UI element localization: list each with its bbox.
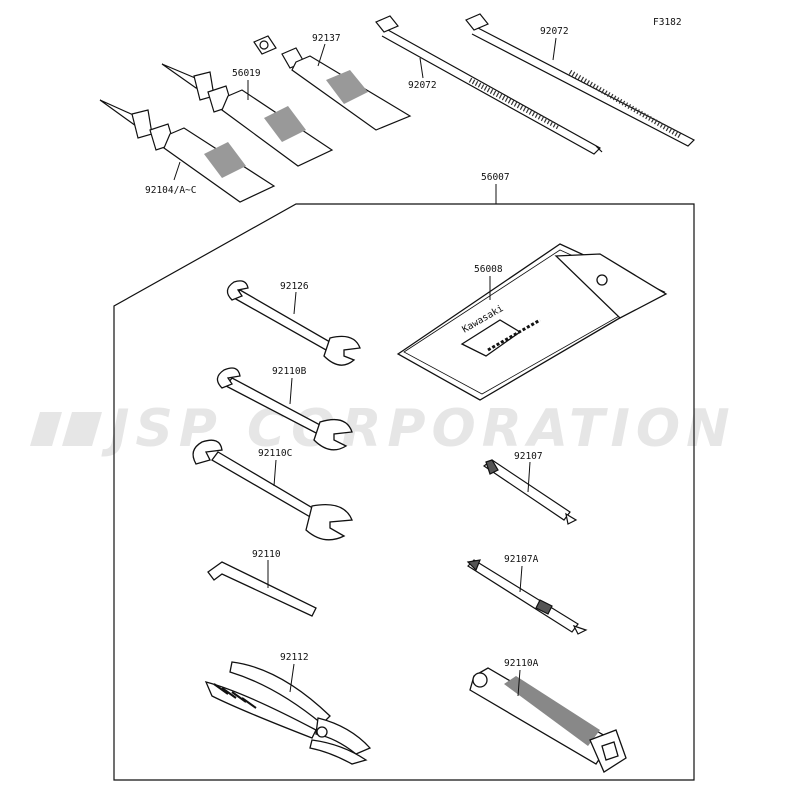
pouch-label: 56008 [474, 264, 503, 275]
tool-pouch [396, 243, 668, 401]
tube-middle-label: 56019 [232, 68, 261, 79]
tube-bottom-label: 92104/A~C [145, 185, 196, 196]
tie-left-label: 92072 [408, 80, 437, 91]
tool-kit-frame [113, 203, 695, 781]
screwdriver-reversible [466, 559, 588, 635]
box-spanner [469, 667, 627, 773]
open-end-wrench-small [226, 280, 361, 366]
tie-right-label: 92072 [540, 26, 569, 37]
pliers-label: 92112 [280, 652, 309, 663]
wrench-medium-label: 92110B [272, 366, 307, 377]
wrench-small-label: 92126 [280, 281, 309, 292]
open-end-wrench-large [192, 439, 353, 541]
tube-top-label: 92137 [312, 33, 341, 44]
grease-tube-middle [161, 63, 334, 167]
screwdriver-bit [482, 459, 578, 525]
figure-code: F3182 [653, 17, 682, 28]
grease-tube-top [253, 35, 412, 131]
cable-tie-left [375, 15, 603, 155]
grease-tube-bottom [99, 99, 276, 203]
open-end-wrench-medium [216, 367, 353, 451]
screwdriver-b-label: 92107A [504, 554, 539, 565]
box-spanner-label: 92110A [504, 658, 539, 669]
wrench-large-label: 92110C [258, 448, 292, 459]
hex-key-label: 92110 [252, 549, 281, 560]
watermark: JSP CORPORATION [30, 399, 730, 459]
hex-key [207, 561, 317, 617]
group-label: 56007 [481, 172, 510, 183]
cable-tie-right [465, 13, 696, 147]
slip-joint-pliers [204, 661, 372, 765]
screwdriver-label: 92107 [514, 451, 543, 462]
